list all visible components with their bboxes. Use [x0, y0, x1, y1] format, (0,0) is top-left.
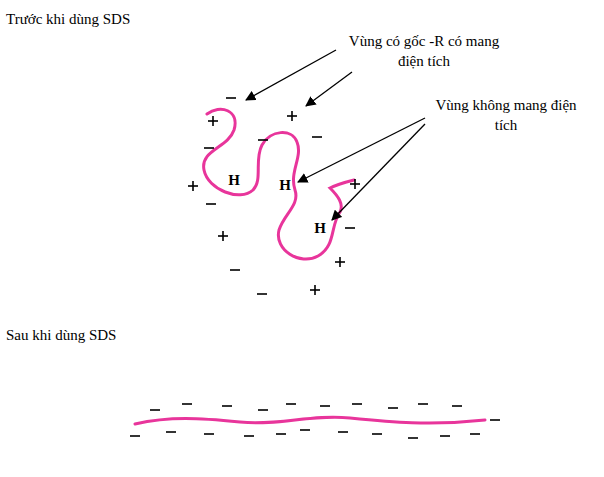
unfolded-protein [135, 417, 485, 424]
hydrophobic-mark: H [227, 173, 241, 188]
section-title: Sau khi dùng SDS [6, 326, 246, 346]
callout-label: Vùng có gốc -R có mang điện tích [338, 32, 510, 71]
hydrophobic-mark: H [313, 221, 327, 236]
charge-signs [188, 98, 360, 295]
hydrophobic-mark: H [278, 178, 292, 193]
callout-label: Vùng không mang điện tích [428, 96, 584, 135]
folded-protein [204, 109, 354, 259]
section-title: Trước khi dùng SDS [6, 10, 246, 30]
negative-charges [130, 404, 500, 438]
leader-arrows [246, 50, 425, 220]
